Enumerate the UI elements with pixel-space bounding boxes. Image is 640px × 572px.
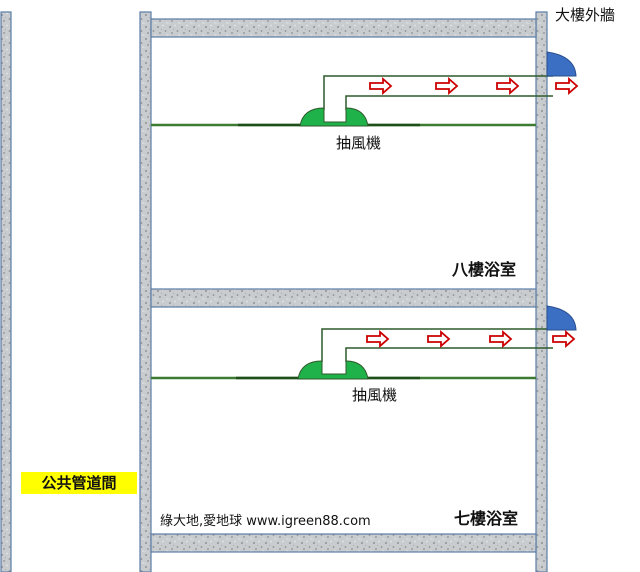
bathroom-label-7f: 七樓浴室 (454, 509, 519, 528)
shaft-right-wall (139, 11, 152, 572)
airflow-arrows-lower (366, 330, 576, 348)
right-arrow-outline-icon (552, 330, 576, 348)
right-arrow-outline-icon (489, 330, 513, 348)
exhaust-fan-icon (297, 360, 369, 380)
fan-label-lower: 抽風機 (352, 386, 398, 404)
exterior-wall-label: 大樓外牆 (555, 6, 616, 24)
right-arrow-outline-icon (427, 330, 451, 348)
right-arrow-outline-icon (366, 330, 390, 348)
exhaust-duct-lower (321, 328, 553, 362)
right-arrow-outline-icon (369, 77, 393, 95)
right-arrow-outline-icon (435, 77, 459, 95)
airflow-arrows-upper (369, 77, 579, 95)
bathroom-label-8f: 八樓浴室 (452, 260, 517, 279)
exhaust-duct-upper (323, 75, 553, 110)
credit-text: 綠大地,愛地球 www.igreen88.com (160, 514, 371, 529)
fan-label-upper: 抽風機 (336, 134, 382, 152)
exhaust-fan-icon (299, 107, 369, 127)
right-arrow-outline-icon (555, 77, 579, 95)
utility-shaft-label: 公共管道間 (21, 472, 137, 494)
vent-hood-icon (546, 51, 577, 77)
right-arrow-outline-icon (496, 77, 520, 95)
shaft-left-wall (0, 11, 12, 572)
floor7-slab (150, 533, 537, 553)
roof-slab (150, 18, 537, 38)
floor8-slab (150, 288, 537, 308)
vent-hood-icon (546, 305, 577, 331)
